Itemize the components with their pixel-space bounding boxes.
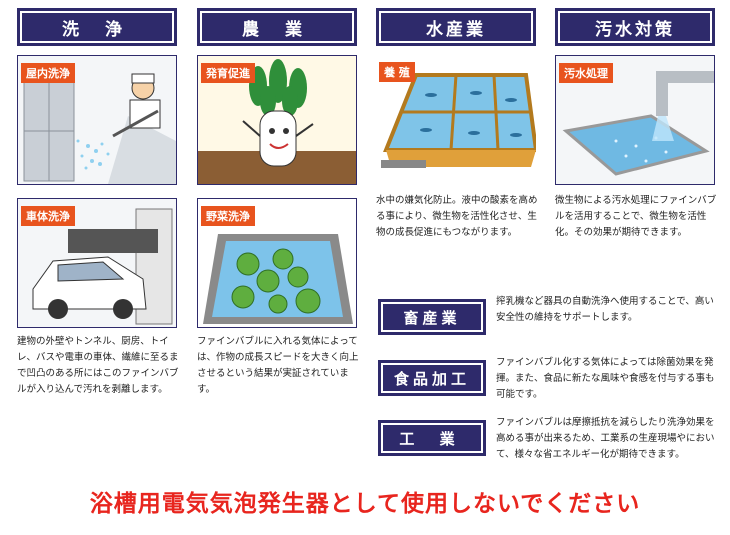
header-wash: 洗 浄 [17, 8, 177, 46]
desc-wash: 建物の外壁やトンネル、厨房、トイレ、バスや電車の車体、繊維に至るまで凹凸のある所… [17, 336, 179, 395]
panel-vegetable-wash: 野菜洗浄 [197, 198, 357, 328]
tag-sewage-treatment: 汚水処理 [559, 63, 613, 83]
tag-indoor-wash: 屋内洗浄 [21, 63, 75, 83]
indoor-wash-illustration [18, 56, 176, 184]
desc-fishery: 水中の嫌気化防止。液中の酸素を高める事により、微生物を活性化させ、生物の成長促進… [376, 195, 538, 238]
fish-pond-illustration [381, 73, 536, 168]
panel-sewage-treatment: 汚水処理 [555, 55, 715, 185]
header-agriculture: 農 業 [197, 8, 357, 46]
panel-growth: 発育促進 [197, 55, 357, 185]
desc-agriculture: ファインバブルに入れる気体によっては、作物の成長スピードを大きく向上させるという… [197, 336, 359, 395]
desc-food-processing: ファインバブル化する気体によっては除菌効果を発揮。また、食品に新たな風味や食感を… [496, 357, 715, 400]
tag-aquaculture: 養 殖 [379, 62, 415, 82]
header-fishery: 水産業 [376, 8, 536, 46]
tag-growth: 発育促進 [201, 63, 255, 83]
radish-illustration [198, 56, 356, 184]
panel-car-wash: 車体洗浄 [17, 198, 177, 328]
panel-aquaculture: 養 殖 [376, 55, 536, 185]
vegetable-wash-illustration [203, 234, 353, 324]
warning-text: 浴槽用電気気泡発生器として使用しないでください [89, 491, 641, 517]
panel-indoor-wash: 屋内洗浄 [17, 55, 177, 185]
header-sewage: 汚水対策 [555, 8, 715, 46]
desc-livestock: 搾乳機など器具の自動洗浄へ使用することで、高い安全性の維持をサポートします。 [496, 296, 714, 323]
tag-car-wash: 車体洗浄 [21, 206, 75, 226]
label-food-processing: 食品加工 [378, 360, 486, 396]
tag-vegetable-wash: 野菜洗浄 [201, 206, 255, 226]
desc-sewage: 微生物による汚水処理にファインバブルを活用することで、微生物を活性化。その効果が… [555, 195, 717, 238]
label-industry: 工 業 [378, 420, 486, 456]
label-livestock: 畜産業 [378, 299, 486, 335]
desc-industry: ファインバブルは摩擦抵抗を減らしたり洗浄効果を高める事が出来るため、工業系の生産… [496, 417, 715, 460]
